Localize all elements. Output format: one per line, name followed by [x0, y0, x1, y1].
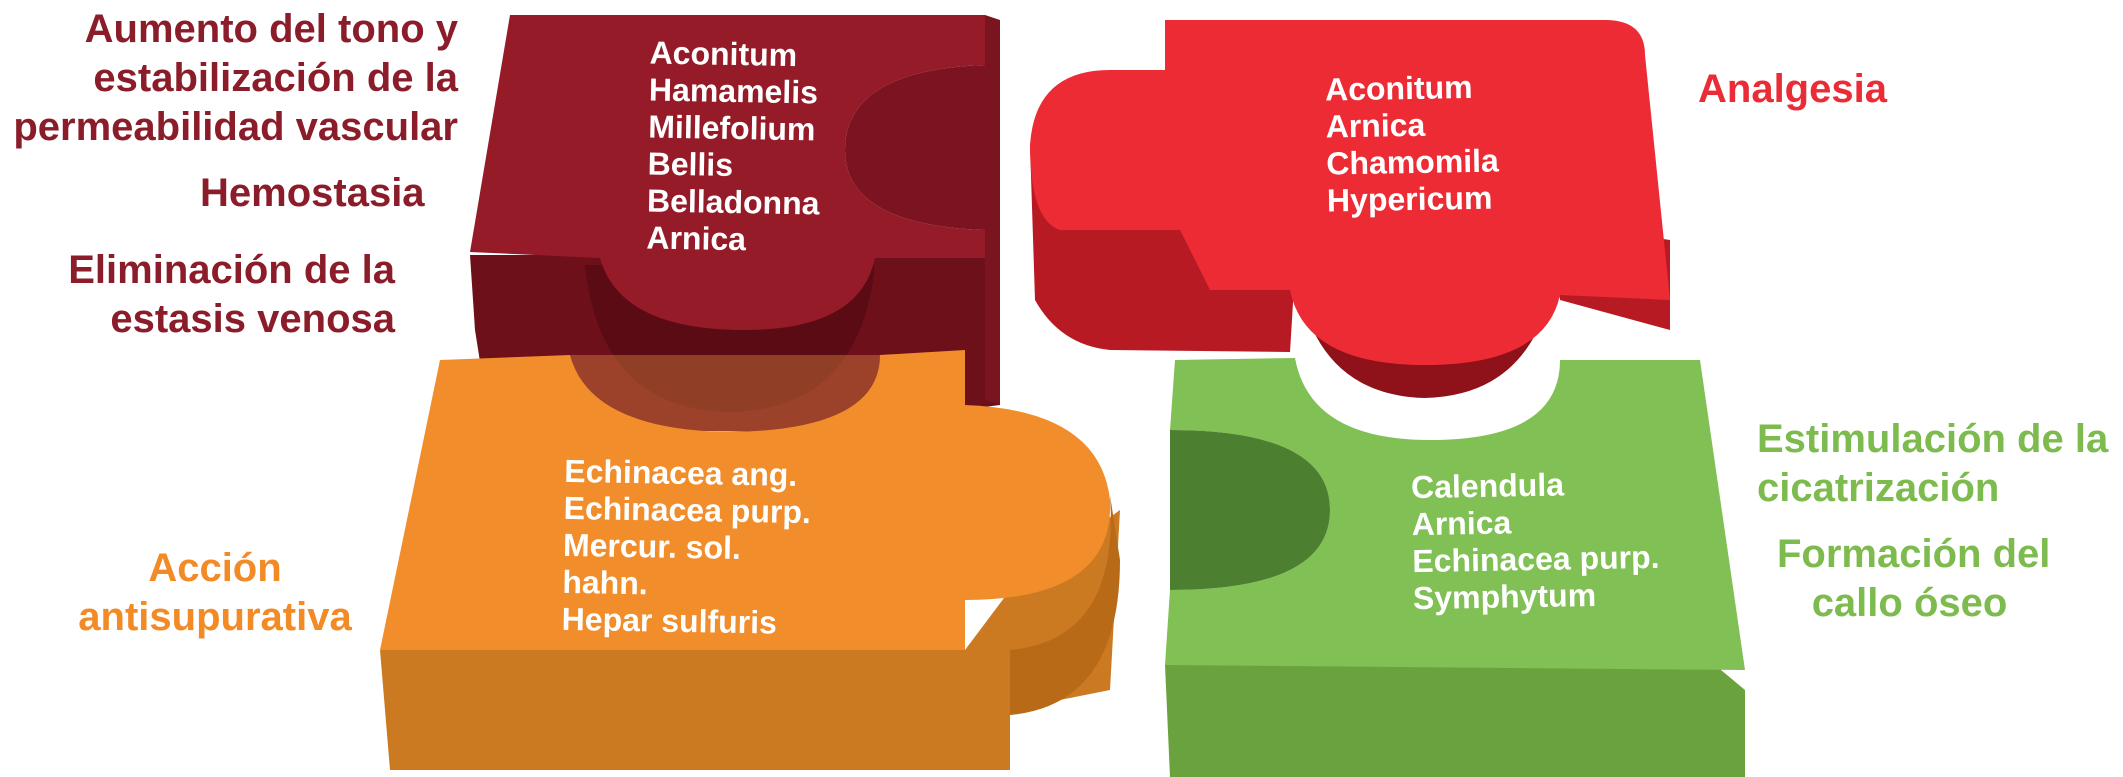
- list-item: hahn.: [562, 563, 649, 602]
- label-antisuppurative: Acción antisupurativa: [66, 544, 364, 642]
- label-line: Formación del: [1777, 532, 2051, 576]
- label-healing: Estimulación de la cicatrización: [1757, 415, 2108, 513]
- label-line: callo óseo: [1811, 581, 2008, 625]
- list-item: Echinacea ang.: [564, 452, 798, 493]
- dark-red-piece-top: [470, 15, 985, 330]
- list-item: Millefolium: [648, 108, 816, 148]
- label-line: estabilización de la: [93, 56, 458, 100]
- label-line: cicatrización: [1757, 466, 2000, 510]
- list-item: Calendula: [1410, 466, 1565, 506]
- label-line: Estimulación de la: [1757, 417, 2109, 461]
- green-piece-top: [1165, 358, 1745, 670]
- orange-piece-side: [380, 510, 1120, 770]
- label-line: Acción: [148, 546, 282, 590]
- label-analgesia: Analgesia: [1698, 67, 1887, 111]
- list-item: Echinacea purp.: [563, 489, 812, 531]
- dark-red-piece-list: Aconitum Hamamelis Millefolium Bellis Be…: [646, 35, 822, 260]
- list-item: Aconitum: [649, 34, 798, 74]
- list-item: Chamomila: [1326, 142, 1500, 182]
- list-item: Arnica: [1325, 106, 1426, 145]
- puzzle-piece-green: [1165, 358, 1745, 777]
- list-item: Bellis: [647, 145, 734, 183]
- list-item: Aconitum: [1324, 68, 1473, 108]
- orange-piece-tab-side: [1010, 495, 1120, 715]
- orange-piece-highlight: [570, 355, 880, 432]
- puzzle-piece-dark-red: [470, 15, 1000, 432]
- orange-piece-list: Echinacea ang. Echinacea purp. Mercur. s…: [561, 453, 811, 642]
- puzzle-piece-red: [1030, 20, 1670, 398]
- label-line: permeabilidad vascular: [13, 105, 458, 149]
- red-piece-top: [1030, 20, 1670, 365]
- list-item: Hamamelis: [648, 71, 819, 111]
- list-item: Symphytum: [1412, 576, 1597, 617]
- list-item: Arnica: [646, 219, 747, 258]
- list-item: Arnica: [1411, 504, 1512, 543]
- dark-red-piece-socket: [845, 65, 985, 230]
- green-piece-side: [1165, 665, 1745, 777]
- dark-red-piece-right-side: [985, 15, 1000, 405]
- orange-piece-top: [380, 350, 1111, 650]
- label-line: antisupurativa: [78, 595, 352, 639]
- red-piece-list: Aconitum Arnica Chamomila Hypericum: [1325, 69, 1500, 220]
- green-piece-list: Calendula Arnica Echinacea purp. Symphyt…: [1411, 465, 1661, 617]
- puzzle-piece-orange: [380, 350, 1120, 770]
- label-line: estasis venosa: [110, 297, 395, 341]
- list-item: Belladonna: [646, 182, 820, 222]
- label-venous-stasis: Eliminación de la estasis venosa: [68, 246, 395, 344]
- list-item: Hepar sulfuris: [561, 600, 778, 641]
- label-line: Eliminación de la: [68, 248, 395, 292]
- label-hemostasis: Hemostasia: [200, 171, 425, 215]
- label-line: Aumento del tono y: [84, 7, 458, 51]
- list-item: Mercur. sol.: [562, 526, 742, 566]
- label-callus: Formación del callo óseo: [1777, 530, 2051, 628]
- green-piece-socket: [1170, 430, 1330, 590]
- label-vascular-tone: Aumento del tono y estabilización de la …: [13, 5, 458, 152]
- list-item: Echinacea purp.: [1412, 538, 1660, 580]
- list-item: Hypericum: [1326, 179, 1493, 219]
